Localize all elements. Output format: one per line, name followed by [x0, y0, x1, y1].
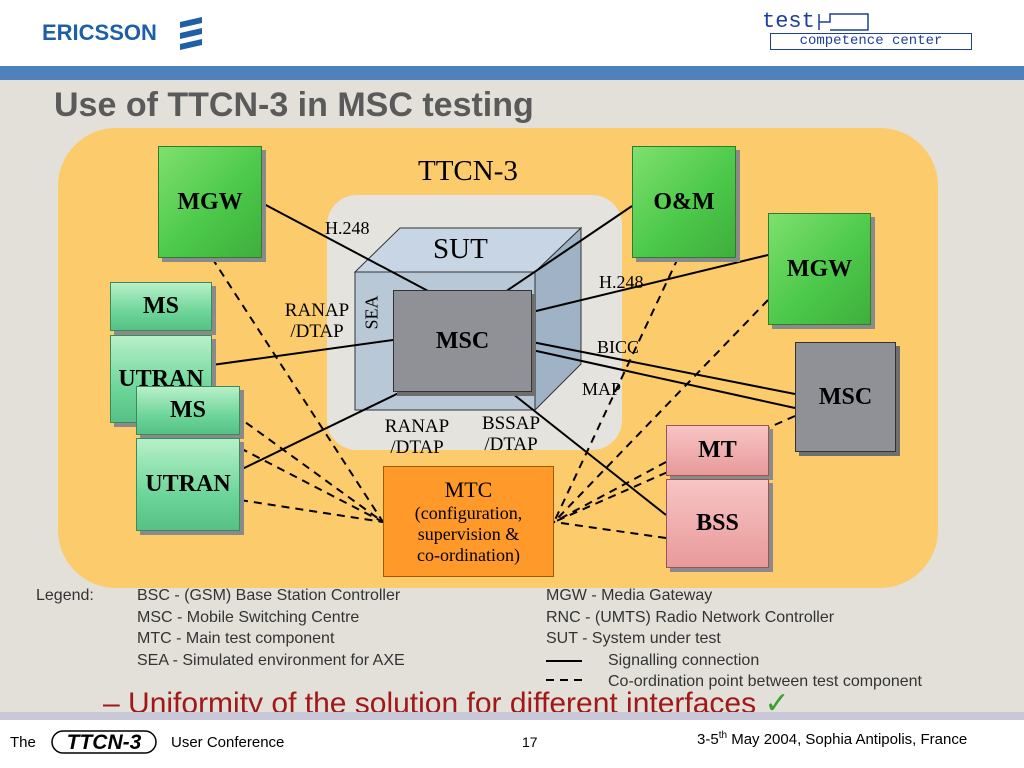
mt-node: MT — [666, 425, 769, 476]
bullet-dash: – — [103, 687, 120, 720]
dash-om-mtc — [553, 257, 679, 523]
utran2-node: UTRAN — [136, 438, 240, 531]
line-mgw-msc — [261, 202, 431, 293]
test-logo-bracket-icon — [818, 13, 869, 31]
legend-sea: SEA - Simulated environment for AXE — [137, 651, 405, 669]
legend-signalling: Signalling connection — [608, 652, 760, 669]
page-number: 17 — [522, 734, 538, 750]
legend-mgw: MGW - Media Gateway — [546, 587, 713, 604]
legend-msc: MSC - Mobile Switching Centre — [137, 608, 360, 626]
footer-divider — [0, 712, 1024, 720]
ttcn3-logo-icon: TTCN-3 — [51, 730, 157, 754]
ttcn3-logo-text: TTCN-3 — [67, 731, 142, 754]
line-msc-msc-b — [531, 349, 796, 409]
line-utran1-msc — [211, 339, 394, 366]
h248-left-label: H.248 — [325, 218, 370, 238]
msc-right-node: MSC — [795, 342, 896, 452]
line-mgw2-msc — [531, 254, 769, 313]
msc-center-node: MSC — [393, 290, 532, 392]
h248-right-label: H.248 — [599, 272, 644, 292]
line-utran2-msc — [239, 389, 406, 471]
ranap-bottom-line1: RANAP — [384, 416, 450, 437]
dash-bss-mtc — [553, 521, 667, 539]
footer — [0, 712, 1024, 768]
brand-text: ERICSSON — [42, 20, 157, 45]
dash-mt-mtc — [553, 461, 667, 523]
competence-center-label: competence center — [770, 33, 972, 50]
ms2-node: MS — [136, 386, 240, 435]
ericsson-logo: ERICSSON — [42, 20, 157, 46]
legend-bsc: BSC - (GSM) Base Station Controller — [137, 587, 401, 604]
legend-sut: SUT - System under test — [546, 630, 721, 647]
signalling-lines — [211, 202, 796, 516]
footer-the: The — [10, 734, 36, 751]
om-node: O&M — [632, 146, 736, 258]
dash-mgw2-mtc — [553, 299, 769, 523]
ranap-top-line2: /DTAP — [290, 321, 344, 342]
bicc-label: BICC — [597, 337, 640, 357]
bssap-line1: BSSAP — [481, 413, 541, 434]
footer-date: 3-5th May 2004, Sophia Antipolis, France — [697, 730, 967, 748]
footer-date-sup: th — [718, 730, 728, 741]
mtc-title: MTC — [444, 477, 493, 502]
dash-utran2-mtc — [239, 499, 384, 523]
footer-date-pre: 3-5 — [697, 731, 719, 748]
line-om-msc — [504, 205, 633, 293]
legend-col2: MGW - Media Gateway RNC - (UMTS) Radio N… — [546, 585, 834, 650]
ranap-top-label: RANAP /DTAP — [277, 300, 357, 342]
bssap-line2: /DTAP — [484, 434, 538, 455]
legend-heading: Legend: — [36, 587, 94, 604]
mgw-right-node: MGW — [768, 213, 871, 325]
map-label: MAP — [582, 379, 622, 399]
test-logo: test — [762, 9, 815, 34]
mgw-left-node: MGW — [158, 146, 262, 258]
sea-label-wrap: SEA — [360, 292, 384, 336]
legend-coordination: Co-ordination point between test compone… — [608, 673, 922, 690]
ttcn3-label: TTCN-3 — [418, 155, 518, 187]
mtc-node: MTC (configuration, supervision & co-ord… — [383, 466, 554, 577]
ranap-bottom-label: RANAP /DTAP — [377, 416, 457, 458]
line-msc-msc-a — [531, 341, 796, 395]
dash-utran1-mtc — [211, 397, 384, 523]
footer-date-post: May 2004, Sophia Antipolis, France — [727, 731, 968, 748]
accent-bar — [0, 66, 1024, 80]
mtc-line2: supervision & — [417, 524, 520, 544]
footer-conference: User Conference — [171, 734, 285, 751]
ms1-node: MS — [110, 282, 212, 331]
sea-label: SEA — [361, 295, 382, 330]
ranap-bottom-line2: /DTAP — [390, 437, 444, 458]
ranap-top-line1: RANAP — [284, 300, 350, 321]
dash-mgw-mtc — [211, 257, 384, 523]
legend-mtc: MTC - Main test component — [137, 630, 335, 647]
mtc-line3: co-ordination) — [417, 545, 520, 565]
legend-rnc: RNC - (UMTS) Radio Network Controller — [546, 608, 835, 626]
ericsson-stripes-icon — [180, 17, 202, 50]
bssap-label: BSSAP /DTAP — [472, 413, 550, 455]
sut-label: SUT — [433, 233, 488, 265]
slide-title: Use of TTCN-3 in MSC testing — [54, 86, 534, 124]
mtc-line1: (configuration, — [414, 503, 523, 523]
bss-node: BSS — [666, 479, 769, 568]
legend-col1: BSC - (GSM) Base Station Controller MSC … — [137, 585, 405, 671]
